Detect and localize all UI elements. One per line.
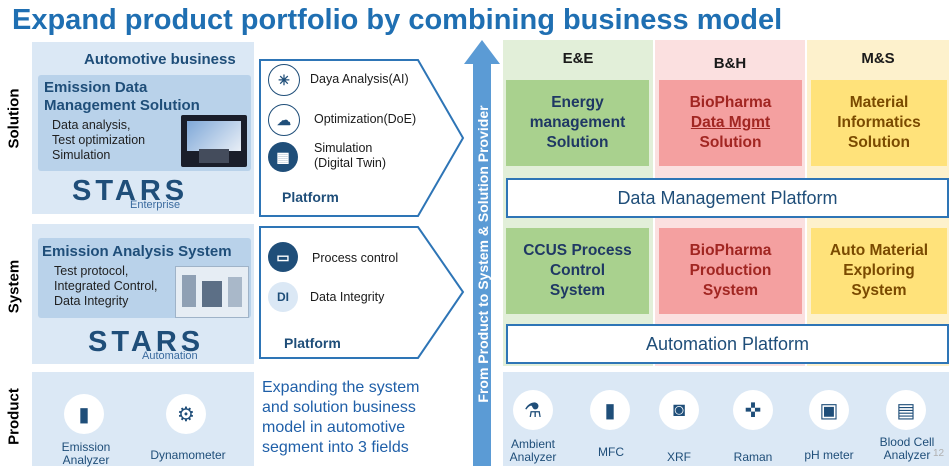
cloud-icon: ☁ [268, 104, 300, 136]
xrf-icon: ◙ [659, 390, 699, 430]
emission-analysis-card: Emission Analysis System Test protocol, … [38, 238, 251, 318]
card-item: Data analysis, [52, 118, 131, 132]
feature-label: Daya Analysis(AI) [310, 72, 409, 86]
card-item: Test protocol, [54, 264, 129, 278]
column-head-bh: B&H [713, 55, 747, 72]
product-label: pH meter [804, 448, 854, 462]
simulator-photo [181, 115, 247, 167]
product-label: MFC [598, 445, 624, 459]
data-management-platform: Data Management Platform [506, 178, 949, 218]
platform-label: Platform [282, 189, 339, 205]
stars-automation-logo: STARS Automation [88, 326, 205, 362]
feature-label: Optimization(DoE) [314, 112, 417, 126]
system-room-photo [175, 266, 249, 318]
feature-label: Data Integrity [310, 290, 385, 304]
dashboard-icon: ▦ [268, 142, 298, 172]
row-label-system: System [5, 259, 23, 314]
card-title: Emission Analysis System [42, 243, 232, 260]
product-band [503, 372, 949, 466]
raman-icon: ✜ [733, 390, 773, 430]
card-title-line2: Management Solution [44, 97, 200, 114]
automotive-heading: Automotive business [84, 51, 236, 68]
page-title: Expand product portfolio by combining bu… [12, 4, 783, 36]
row-label-product: Product [5, 388, 23, 445]
up-arrow [464, 40, 500, 466]
row-label-solution: Solution [5, 88, 23, 149]
analyzer-icon: ▮ [64, 394, 104, 434]
feature-label: Process control [312, 251, 399, 265]
card-item: Integrated Control, [54, 279, 158, 293]
network-icon: ✳ [268, 64, 300, 96]
card-item: Simulation [52, 148, 111, 162]
stars-enterprise-logo: STARS Enterprise [72, 175, 189, 211]
card-title-line1: Emission Data [44, 79, 148, 96]
product-label: Raman [733, 450, 773, 464]
data-integrity-icon: DI [268, 282, 298, 312]
mfc-icon: ▮ [590, 390, 630, 430]
emission-data-card: Emission Data Management Solution Data a… [38, 75, 251, 171]
monitor-icon: ▭ [268, 242, 298, 272]
microscope-icon: ⚗ [513, 390, 553, 430]
dynamometer-icon: ⚙ [166, 394, 206, 434]
expand-description: Expanding the system and solution busine… [262, 379, 420, 456]
arrow-caption: From Product to System & Solution Provid… [475, 105, 491, 403]
system-platform-chevron [259, 226, 465, 359]
automation-platform: Automation Platform [506, 324, 949, 364]
card-item: Test optimization [52, 133, 146, 147]
column-head-ms: M&S [861, 50, 895, 67]
solution-platform-chevron [259, 59, 465, 217]
product-label: Dynamometer [150, 448, 226, 462]
platform-label: Platform [284, 335, 341, 351]
ph-meter-icon: ▣ [809, 390, 849, 430]
card-item: Data Integrity [54, 294, 129, 308]
column-head-ee: E&E [562, 50, 594, 67]
product-label: XRF [667, 450, 691, 464]
feature-label: Simulation(Digital Twin) [314, 141, 387, 170]
blood-analyzer-icon: ▤ [886, 390, 926, 430]
page-number: 12 [933, 448, 945, 459]
